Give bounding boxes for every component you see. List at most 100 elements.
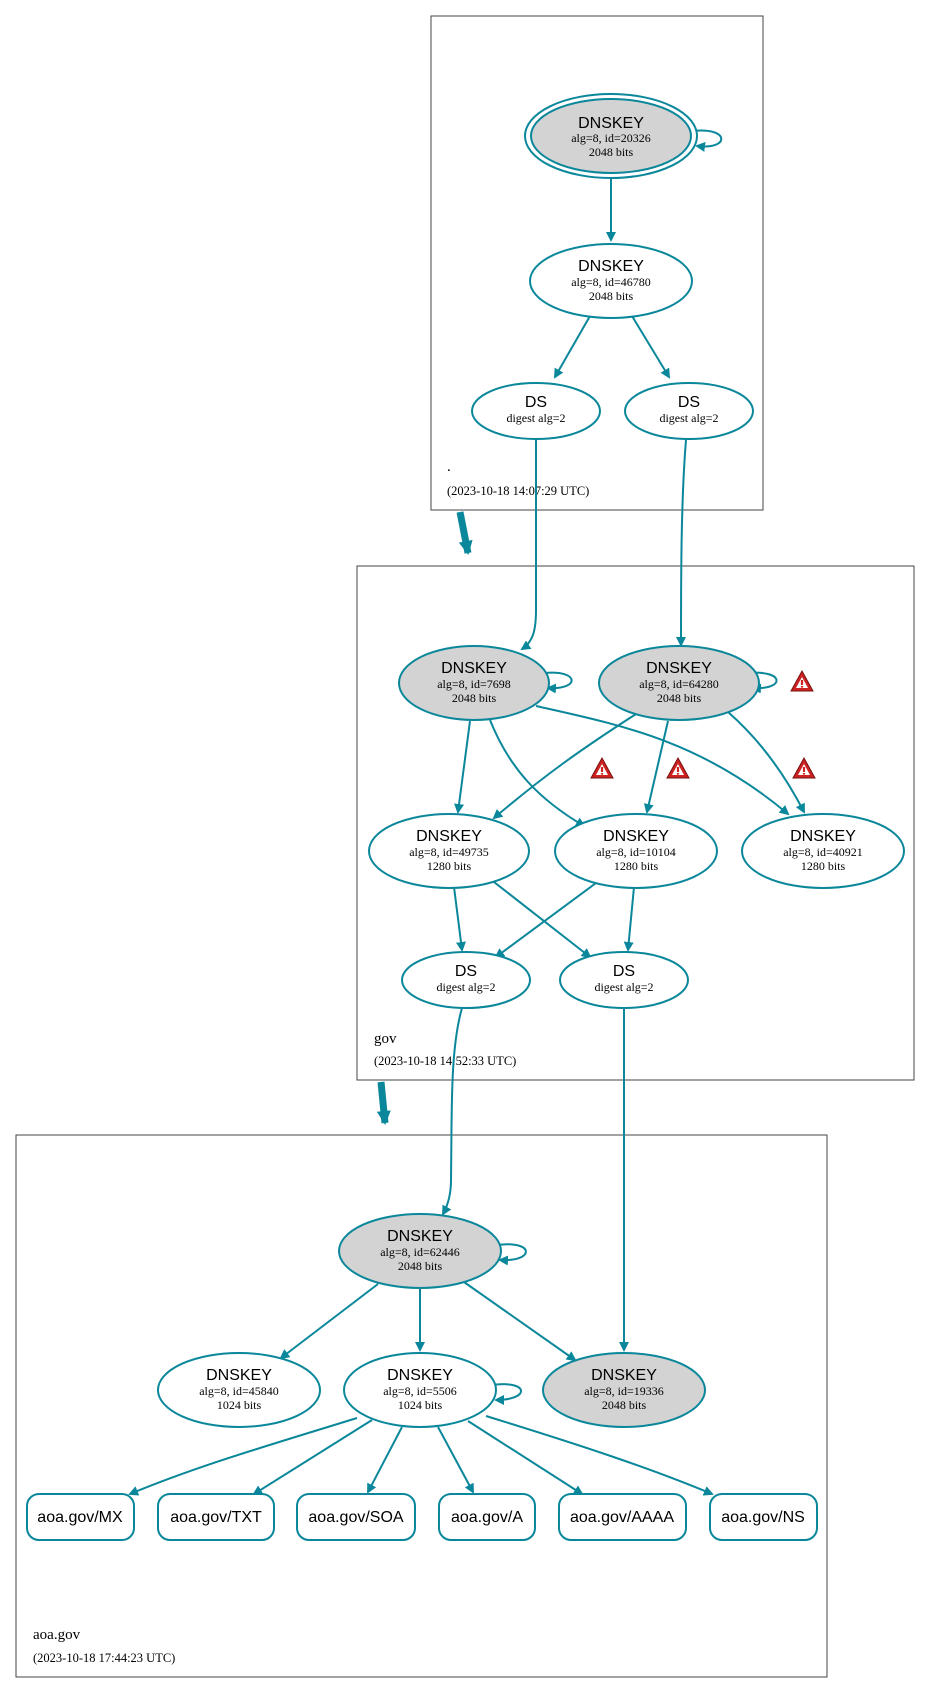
edge-gov-64280-10104	[643, 720, 669, 814]
node-alg-id: alg=8, id=7698	[437, 677, 511, 691]
edge-gov-7698-10104	[489, 719, 586, 828]
warning-triangle-icon	[666, 757, 690, 779]
ds-node-root-2: DS digest alg=2	[624, 382, 754, 440]
node-title: DS	[525, 394, 547, 411]
node-alg-id: alg=8, id=5506	[383, 1384, 457, 1398]
rrset-node-soa: aoa.gov/SOA	[296, 1493, 416, 1541]
node-alg-id: alg=8, id=64280	[639, 677, 719, 691]
node-title: DS	[613, 963, 635, 980]
edge-root-ds1-gov-7698	[520, 440, 537, 651]
node-title: DNSKEY	[790, 828, 856, 845]
zone-name-aoa-gov: aoa.gov	[33, 1627, 81, 1643]
edge-root-ksk-self	[692, 129, 723, 152]
dnskey-node-root-ksk: DNSKEY alg=8, id=20326 2048 bits	[524, 93, 698, 179]
ds-node-root-1: DS digest alg=2	[471, 382, 601, 440]
delegation-edge-root-gov	[456, 511, 473, 555]
node-bits: 2048 bits	[589, 289, 634, 303]
edge-gov-7698-40921	[535, 705, 790, 816]
edge-aoa-5506-ns	[485, 1415, 714, 1496]
node-bits: 2048 bits	[452, 691, 497, 705]
edge-gov-ds1-aoa-62446	[442, 1007, 463, 1216]
node-bits: 1024 bits	[398, 1398, 443, 1412]
node-bits: 2048 bits	[657, 691, 702, 705]
ds-node-gov-1: DS digest alg=2	[401, 951, 531, 1009]
rrset-node-aaaa: aoa.gov/AAAA	[558, 1493, 687, 1541]
node-bits: 2048 bits	[398, 1259, 443, 1273]
node-bits: 1280 bits	[614, 859, 659, 873]
node-title: DNSKEY	[416, 828, 482, 845]
edge-gov-10104-ds2	[623, 886, 635, 952]
node-title: DNSKEY	[646, 660, 712, 677]
node-digest: digest alg=2	[436, 980, 495, 994]
rrset-label: aoa.gov/NS	[721, 1509, 805, 1526]
dnskey-node-aoa-62446: DNSKEY alg=8, id=62446 2048 bits	[338, 1213, 502, 1289]
edge-gov-64280-40921	[727, 711, 805, 814]
edge-aoa-62446-self	[496, 1243, 527, 1266]
dnskey-node-aoa-45840: DNSKEY alg=8, id=45840 1024 bits	[157, 1352, 321, 1428]
node-alg-id: alg=8, id=10104	[596, 845, 676, 859]
node-bits: 2048 bits	[602, 1398, 647, 1412]
rrset-label: aoa.gov/MX	[37, 1509, 123, 1526]
edge-aoa-5506-aaaa	[467, 1420, 584, 1496]
edge-root-zsk-ds1	[554, 315, 591, 379]
edge-root-zsk-ds2	[631, 315, 671, 379]
node-title: DNSKEY	[387, 1228, 453, 1245]
edge-gov-64280-self	[748, 671, 778, 694]
edge-gov-64280-49735	[492, 713, 637, 820]
edge-gov-49735-ds1	[453, 886, 466, 952]
zone-name-root: .	[447, 459, 451, 475]
dnskey-node-gov-10104: DNSKEY alg=8, id=10104 1280 bits	[554, 813, 718, 889]
node-title: DNSKEY	[603, 828, 669, 845]
node-alg-id: alg=8, id=46780	[571, 275, 651, 289]
delegation-edge-gov-aoa	[376, 1081, 391, 1125]
zone-timestamp-aoa-gov: (2023-10-18 17:44:23 UTC)	[33, 1651, 175, 1665]
edge-gov-10104-ds1	[494, 882, 597, 959]
node-digest: digest alg=2	[594, 980, 653, 994]
dnskey-node-aoa-5506: DNSKEY alg=8, id=5506 1024 bits	[343, 1352, 497, 1428]
node-title: DNSKEY	[578, 258, 644, 275]
dnskey-node-root-zsk: DNSKEY alg=8, id=46780 2048 bits	[529, 243, 693, 319]
rrset-node-a: aoa.gov/A	[438, 1493, 536, 1541]
edge-root-ds2-gov-64280	[676, 439, 687, 647]
node-bits: 1280 bits	[427, 859, 472, 873]
rrset-label: aoa.gov/SOA	[308, 1509, 404, 1526]
node-alg-id: alg=8, id=49735	[409, 845, 489, 859]
edge-gov-49735-ds2	[493, 881, 592, 959]
edge-aoa-5506-mx	[128, 1417, 358, 1496]
ds-node-gov-2: DS digest alg=2	[559, 951, 689, 1009]
edge-aoa-5506-a	[437, 1426, 474, 1494]
node-title: DNSKEY	[387, 1367, 453, 1384]
edge-aoa-5506-self	[491, 1383, 522, 1405]
edge-aoa-62446-45840	[279, 1283, 379, 1360]
dnskey-node-gov-49735: DNSKEY alg=8, id=49735 1280 bits	[368, 813, 530, 889]
rrset-node-ns: aoa.gov/NS	[709, 1493, 818, 1541]
rrset-label: aoa.gov/AAAA	[570, 1509, 674, 1526]
node-bits: 1024 bits	[217, 1398, 262, 1412]
node-bits: 2048 bits	[589, 145, 634, 159]
node-title: DNSKEY	[206, 1367, 272, 1384]
warning-triangle-icon	[792, 757, 816, 779]
rrset-label: aoa.gov/TXT	[170, 1509, 262, 1526]
node-title: DS	[678, 394, 700, 411]
node-title: DS	[455, 963, 477, 980]
node-alg-id: alg=8, id=20326	[571, 131, 651, 145]
dnskey-node-gov-40921: DNSKEY alg=8, id=40921 1280 bits	[741, 813, 905, 889]
node-alg-id: alg=8, id=40921	[783, 845, 863, 859]
zone-timestamp-gov: (2023-10-18 14:52:33 UTC)	[374, 1054, 516, 1068]
warning-triangle-icon	[590, 757, 614, 779]
edge-gov-7698-49735	[454, 720, 471, 814]
zone-box-root	[430, 15, 764, 511]
edge-aoa-5506-txt	[252, 1419, 373, 1496]
node-alg-id: alg=8, id=62446	[380, 1245, 460, 1259]
rrset-node-txt: aoa.gov/TXT	[157, 1493, 275, 1541]
node-bits: 1280 bits	[801, 859, 846, 873]
node-title: DNSKEY	[578, 115, 644, 132]
zone-box-aoa-gov	[15, 1134, 828, 1678]
dnskey-node-gov-7698: DNSKEY alg=8, id=7698 2048 bits	[398, 645, 550, 721]
node-digest: digest alg=2	[506, 411, 565, 425]
warning-triangle-icon	[790, 670, 814, 692]
node-digest: digest alg=2	[659, 411, 718, 425]
zone-box-gov	[356, 565, 915, 1081]
rrset-label: aoa.gov/A	[451, 1509, 523, 1526]
